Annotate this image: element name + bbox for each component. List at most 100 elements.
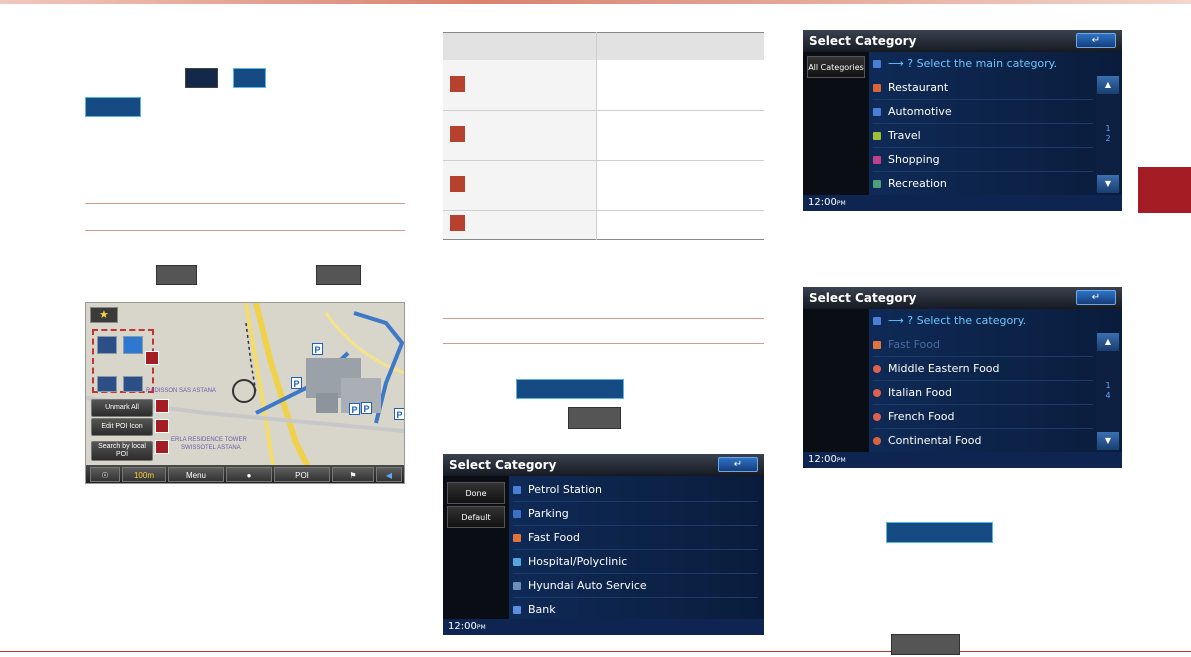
- arrow-left-icon[interactable]: ◀: [376, 467, 402, 482]
- callout-marker-2: [450, 126, 465, 142]
- map-screenshot: ★ Unmark All Edit POI Icon Search by loc…: [85, 302, 405, 484]
- callout-marker-4: [450, 215, 465, 231]
- section-rule-bottom: [443, 343, 764, 344]
- table-header: [443, 32, 764, 60]
- star-icon[interactable]: ★: [90, 307, 118, 323]
- parking-marker: P: [291, 377, 302, 389]
- parking-marker: P: [394, 408, 404, 420]
- list-item[interactable]: Continental Food: [873, 429, 1093, 453]
- left-button-column: Done Default: [443, 476, 509, 619]
- page-total: 4: [1105, 391, 1111, 400]
- inline-button-chip-8: [886, 522, 993, 543]
- list-item[interactable]: Italian Food: [873, 381, 1093, 405]
- list-item[interactable]: Hyundai Auto Service: [513, 574, 758, 598]
- parking-marker: P: [349, 403, 360, 415]
- scale-button[interactable]: 100m: [122, 467, 166, 482]
- scrollbar[interactable]: ▲ 1 4 ▼: [1096, 333, 1120, 450]
- list-item-label: Hospital/Polyclinic: [528, 555, 628, 568]
- scroll-down-icon[interactable]: ▼: [1097, 175, 1119, 193]
- scrollbar[interactable]: ▲ 1 2 ▼: [1096, 76, 1120, 193]
- table-column-divider: [596, 32, 597, 240]
- breadcrumb-text: ? Select the main category.: [907, 57, 1058, 70]
- auto-service-icon: [513, 582, 521, 590]
- inline-button-chip-5: [316, 265, 361, 285]
- poi-icon-2[interactable]: [123, 336, 143, 354]
- list-item[interactable]: French Food: [873, 405, 1093, 429]
- clock-time: 12:00: [808, 454, 837, 465]
- food-icon: [873, 365, 881, 373]
- inline-button-chip-2: [233, 68, 266, 88]
- gps-icon[interactable]: ●: [226, 467, 272, 482]
- list-item[interactable]: Fast Food: [873, 333, 1093, 357]
- list-item[interactable]: Hospital/Polyclinic: [513, 550, 758, 574]
- list-item[interactable]: Travel: [873, 124, 1093, 148]
- list-item[interactable]: Automotive: [873, 100, 1093, 124]
- poi-icon-4[interactable]: [123, 376, 143, 392]
- list-item-label: Fast Food: [888, 338, 940, 351]
- left-button-column: All Categories: [803, 52, 869, 195]
- scroll-up-icon[interactable]: ▲: [1097, 76, 1119, 94]
- route-icon[interactable]: ⚑: [332, 467, 374, 482]
- food-icon: [873, 389, 881, 397]
- bank-icon: [513, 606, 521, 614]
- table-divider: [443, 160, 764, 161]
- list-item[interactable]: Recreation: [873, 172, 1093, 196]
- list-item-label: Parking: [528, 507, 569, 520]
- shopping-icon: [873, 156, 881, 164]
- poi-icon-1[interactable]: [97, 336, 117, 354]
- back-button[interactable]: ↵: [718, 457, 758, 472]
- list-item[interactable]: Fast Food: [513, 526, 758, 550]
- restaurant-icon: [873, 84, 881, 92]
- back-button[interactable]: ↵: [1076, 33, 1116, 48]
- done-button[interactable]: Done: [447, 482, 505, 504]
- table-divider: [443, 210, 764, 211]
- top-accent-bar: [0, 0, 1191, 4]
- table-cell: [443, 160, 596, 210]
- clock-ampm: PM: [836, 200, 846, 207]
- back-button[interactable]: ↵: [1076, 290, 1116, 305]
- recreation-icon: [873, 180, 881, 188]
- callout-marker-2: [155, 399, 169, 413]
- list-item-label: Continental Food: [888, 434, 982, 447]
- list-item[interactable]: Restaurant: [873, 76, 1093, 100]
- callout-marker-1: [145, 351, 159, 365]
- clock-ampm: PM: [836, 457, 846, 464]
- poi-icon-3[interactable]: [97, 376, 117, 392]
- list-item-label: Restaurant: [888, 81, 949, 94]
- list-item-label: Petrol Station: [528, 483, 602, 496]
- list-item[interactable]: Middle Eastern Food: [873, 357, 1093, 381]
- breadcrumb: ⟶ ? Select the category.: [873, 309, 1093, 332]
- all-categories-button[interactable]: All Categories: [807, 56, 865, 78]
- clock-time: 12:00: [448, 621, 477, 632]
- callout-marker-1: [450, 76, 465, 92]
- breadcrumb: ⟶ ? Select the main category.: [873, 52, 1093, 75]
- inline-button-chip-1: [185, 68, 218, 88]
- screen-title: Select Category: [803, 30, 1122, 52]
- inline-button-chip-6: [516, 379, 624, 399]
- list-item[interactable]: Petrol Station: [513, 478, 758, 502]
- compass-icon[interactable]: ☉: [90, 467, 120, 482]
- screen-title: Select Category: [443, 454, 764, 476]
- list-item[interactable]: Shopping: [873, 148, 1093, 172]
- menu-button[interactable]: Menu: [168, 467, 224, 482]
- unmark-all-button[interactable]: Unmark All: [91, 399, 153, 417]
- parking-marker: P: [312, 343, 323, 355]
- automotive-icon: [873, 108, 881, 116]
- search-local-poi-button[interactable]: Search by local POI: [91, 441, 153, 461]
- list-item-label: Middle Eastern Food: [888, 362, 1000, 375]
- poi-button[interactable]: POI: [274, 467, 330, 482]
- scroll-up-icon[interactable]: ▲: [1097, 333, 1119, 351]
- table-cell: [443, 110, 596, 160]
- select-category-screen-b: Select Category ↵ All Categories ⟶ ? Sel…: [803, 30, 1122, 211]
- hospital-icon: [513, 558, 521, 566]
- restaurant-icon: [873, 317, 881, 325]
- list-item[interactable]: Parking: [513, 502, 758, 526]
- scroll-down-icon[interactable]: ▼: [1097, 432, 1119, 450]
- category-list: ⟶ ? Select the category. Fast Food Middl…: [869, 309, 1122, 453]
- edit-poi-icon-button[interactable]: Edit POI Icon: [91, 418, 153, 436]
- default-button[interactable]: Default: [447, 506, 505, 528]
- map-place-label: ERLA RESIDENCE TOWER: [171, 437, 247, 443]
- category-list: Petrol Station Parking Fast Food Hospita…: [509, 476, 764, 622]
- map-toolbar: ☉ 100m Menu ● POI ⚑ ◀: [86, 465, 404, 483]
- table-cell: [443, 60, 596, 110]
